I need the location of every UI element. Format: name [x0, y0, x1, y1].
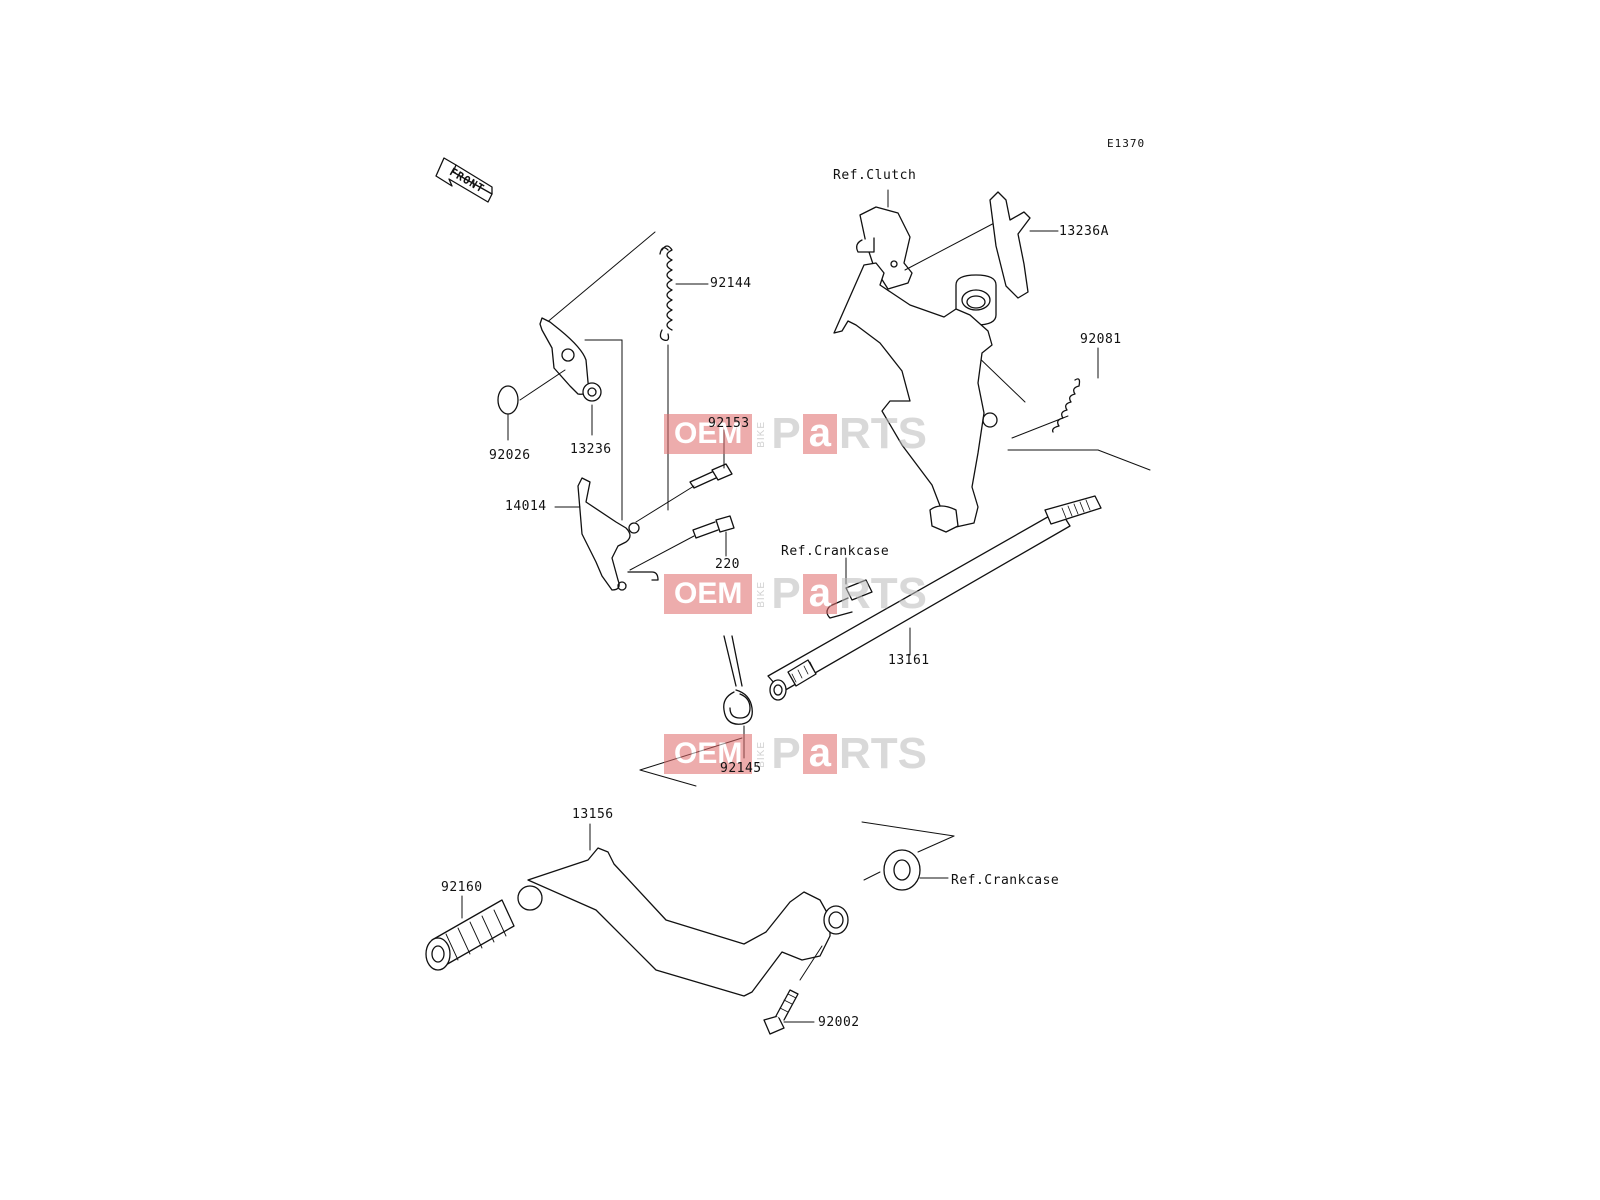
rubber-92160: [425, 895, 515, 971]
bolt-92153: [635, 429, 733, 523]
part-label-92081[interactable]: 92081: [1080, 332, 1122, 347]
part-label-13161[interactable]: 13161: [888, 653, 930, 668]
part-label-92145[interactable]: 92145: [720, 761, 762, 776]
front-arrow-icon: [435, 157, 493, 203]
part-label-92002[interactable]: 92002: [818, 1015, 860, 1030]
lever-13236A: [917, 191, 1059, 403]
part-label-13236[interactable]: 13236: [570, 442, 612, 457]
washer-crankcase-ref: [883, 849, 949, 891]
shift-plate-14014: [554, 477, 659, 591]
shift-shaft-13161: [767, 495, 1102, 701]
washer-92026: [497, 385, 519, 441]
shift-shaft-arm: [833, 262, 1151, 533]
spring-92081: [1011, 347, 1099, 439]
part-label-14014[interactable]: 14014: [505, 499, 547, 514]
part-label-13156[interactable]: 13156: [572, 807, 614, 822]
part-label-ref-clutch[interactable]: Ref.Clutch: [833, 168, 917, 183]
spring-92144: [659, 245, 709, 342]
shift-pedal-13156: [517, 821, 955, 997]
part-label-92153[interactable]: 92153: [708, 416, 750, 431]
watermark: OEM BIKE P a RTS: [664, 729, 927, 778]
watermark: OEM BIKE P a RTS: [664, 569, 927, 618]
watermark: OEM BIKE P a RTS: [664, 409, 927, 458]
lever-13236: [539, 317, 602, 402]
part-label-92026[interactable]: 92026: [489, 448, 531, 463]
clutch-lever-ref: [856, 189, 1001, 290]
bolt-220: [629, 515, 735, 571]
part-label-92144[interactable]: 92144: [710, 276, 752, 291]
part-label-220[interactable]: 220: [715, 557, 740, 572]
part-label-ref-crankcase-bottom[interactable]: Ref.Crankcase: [951, 873, 1060, 888]
part-label-13236A[interactable]: 13236A: [1059, 224, 1109, 239]
bolt-92002: [763, 945, 823, 1035]
part-label-92160[interactable]: 92160: [441, 880, 483, 895]
part-label-ref-crankcase-top[interactable]: Ref.Crankcase: [781, 544, 890, 559]
diagram-code: E1370: [1107, 137, 1146, 150]
